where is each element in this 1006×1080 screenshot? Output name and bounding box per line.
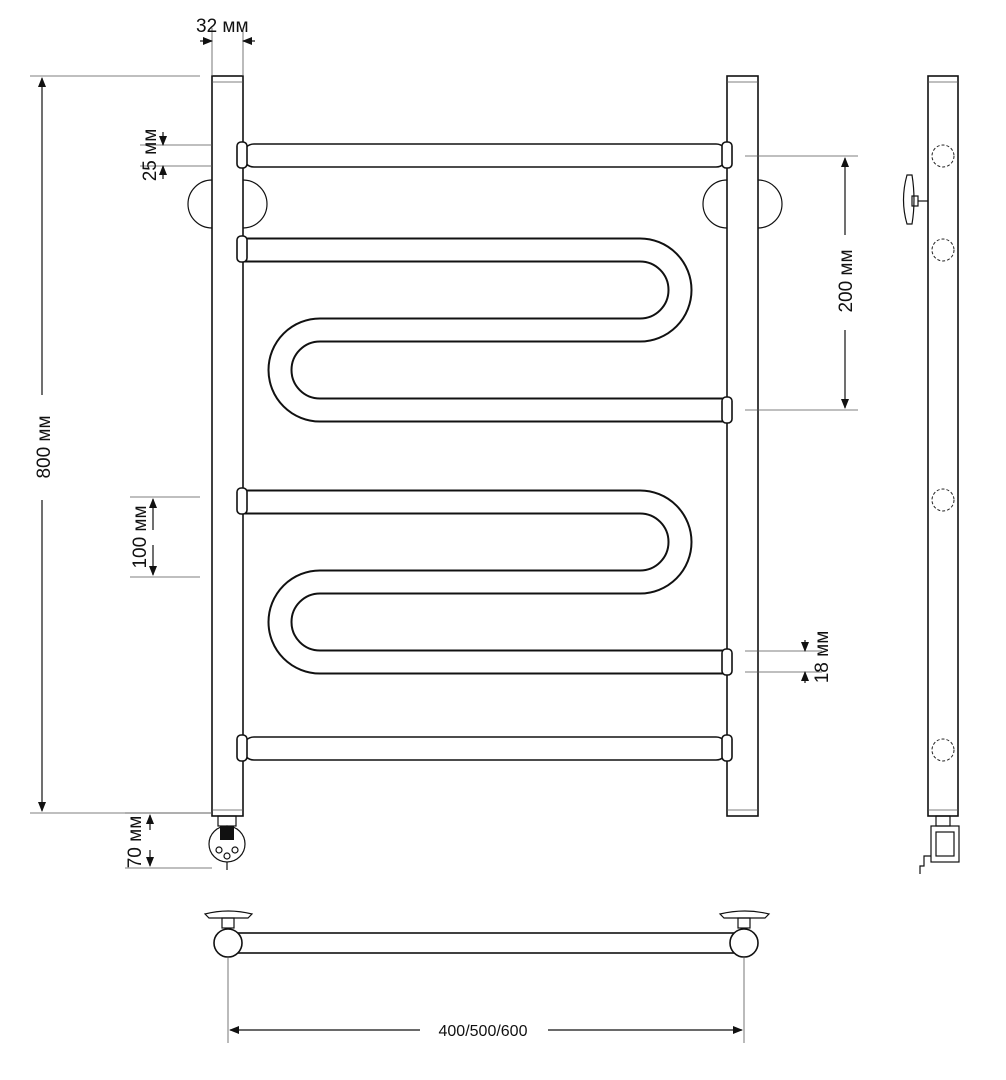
- top-bar: [236, 141, 733, 169]
- dimension-32mm: 32 мм: [196, 16, 249, 37]
- dimension-18mm: 18 мм: [812, 631, 833, 684]
- dimension-widths: 400/500/600: [439, 1023, 528, 1040]
- dimension-800mm: 800 мм: [34, 415, 55, 478]
- left-wall-bracket: [187, 179, 213, 229]
- right-wall-bracket: [702, 179, 728, 229]
- right-upright: [726, 75, 759, 817]
- side-heater-icon: [919, 815, 960, 874]
- dimension-70mm: 70 мм: [125, 816, 146, 869]
- left-wall-bracket-right: [242, 179, 268, 229]
- upper-serpentine: [236, 235, 733, 424]
- top-view: [203, 910, 771, 1043]
- lower-serpentine: [236, 487, 733, 676]
- heating-element-icon: [208, 815, 246, 870]
- right-wall-bracket-right: [757, 179, 783, 229]
- side-view: [902, 75, 960, 874]
- dimension-200mm: 200 мм: [836, 249, 857, 312]
- dimension-100mm: 100 мм: [130, 505, 151, 568]
- front-view: [187, 75, 783, 870]
- side-wall-mount-icon: [902, 174, 928, 225]
- dimension-lines: [30, 28, 858, 869]
- left-upright: [211, 75, 244, 817]
- dimension-25mm: 25 мм: [140, 129, 161, 182]
- bottom-bar: [236, 734, 733, 762]
